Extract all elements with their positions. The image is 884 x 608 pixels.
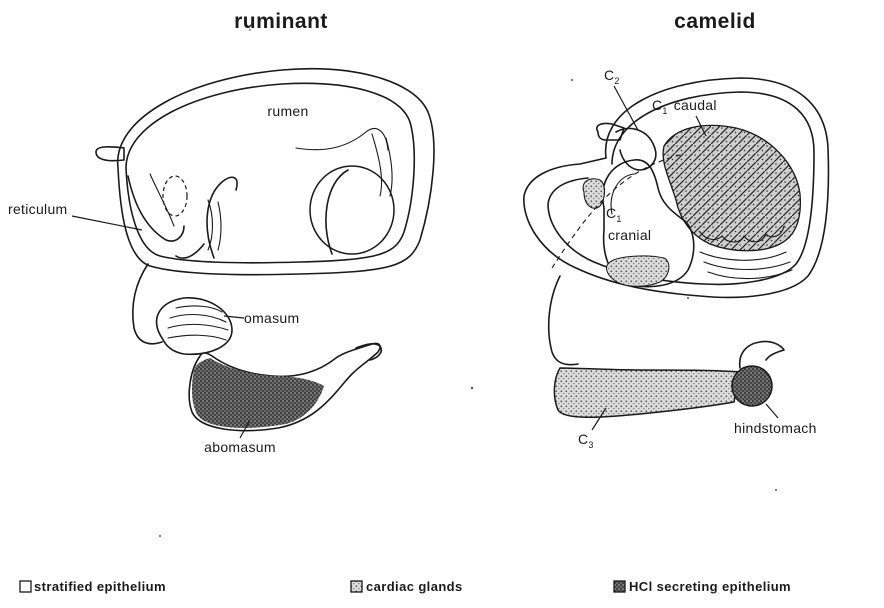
camelid-stomach (524, 78, 829, 417)
label-c1-caudal-text: caudal (674, 97, 717, 113)
label-c1-caudal-base: C (652, 97, 662, 113)
legend-label-cardiac: cardiac glands (366, 579, 463, 594)
label-c3: C3 (578, 431, 594, 450)
rumen-dorsal-fold (296, 129, 388, 150)
legend: stratified epithelium cardiac glands HCl… (20, 579, 791, 594)
c1-lower-folds (700, 252, 792, 279)
label-c2-sub: 2 (614, 76, 619, 86)
c3-compartment (554, 368, 740, 417)
rumen-pillar-right (326, 170, 348, 254)
legend-item-hcl: HCl secreting epithelium (614, 579, 791, 594)
rumen-outer-wall (118, 69, 434, 275)
c1-cranial-glands (607, 256, 669, 286)
reticulo-omasal-orifice (163, 176, 187, 216)
c1-left-pouch (583, 179, 604, 209)
leader-omasum (224, 316, 244, 318)
legend-label-hcl: HCl secreting epithelium (629, 579, 791, 594)
label-c2: C2 (604, 67, 620, 86)
label-c2-base: C (604, 67, 614, 83)
duodenum (740, 341, 784, 368)
hindstomach (732, 366, 772, 406)
leader-c2 (614, 86, 638, 130)
rumen-pillar-left (207, 177, 237, 258)
leader-reticulum (72, 216, 142, 230)
label-c1-cranial-c: C1 (606, 205, 622, 224)
label-c1-cranial-base: C (606, 205, 616, 221)
title-camelid: camelid (674, 10, 756, 33)
label-omasum: omasum (244, 310, 299, 326)
label-rumen: rumen (267, 103, 308, 119)
leader-hindstomach (766, 404, 778, 418)
rumen-to-omasum-tube (133, 264, 162, 344)
reticulum-junction (176, 244, 204, 258)
label-c1-caudal-sub: 1 (662, 106, 667, 116)
title-ruminant: ruminant (234, 10, 328, 33)
legend-swatch-hcl (614, 581, 625, 592)
reticulum-inner-fold (150, 174, 174, 226)
label-c1-caudal: C1 caudal (652, 97, 717, 116)
label-c3-base: C (578, 431, 588, 447)
label-abomasum: abomasum (204, 439, 276, 455)
abomasum-hcl-region (192, 358, 324, 428)
label-hindstomach: hindstomach (734, 420, 817, 436)
ruminant-stomach (96, 69, 434, 431)
legend-swatch-stratified (20, 581, 31, 592)
camelid-dashed-line (552, 154, 684, 268)
rumen-papillae-right (372, 134, 392, 196)
legend-label-stratified: stratified epithelium (34, 579, 166, 594)
label-c3-sub: 3 (588, 440, 593, 450)
c1-to-c3-tube (549, 276, 578, 365)
legend-item-stratified: stratified epithelium (20, 579, 166, 594)
c1-caudal-region (663, 125, 800, 250)
legend-swatch-cardiac (351, 581, 362, 592)
label-c1-cranial-text: cranial (608, 227, 651, 243)
label-c1-cranial-sub: 1 (616, 214, 621, 224)
legend-item-cardiac: cardiac glands (351, 579, 463, 594)
label-reticulum: reticulum (8, 201, 68, 217)
omasum-leaves (168, 306, 228, 340)
